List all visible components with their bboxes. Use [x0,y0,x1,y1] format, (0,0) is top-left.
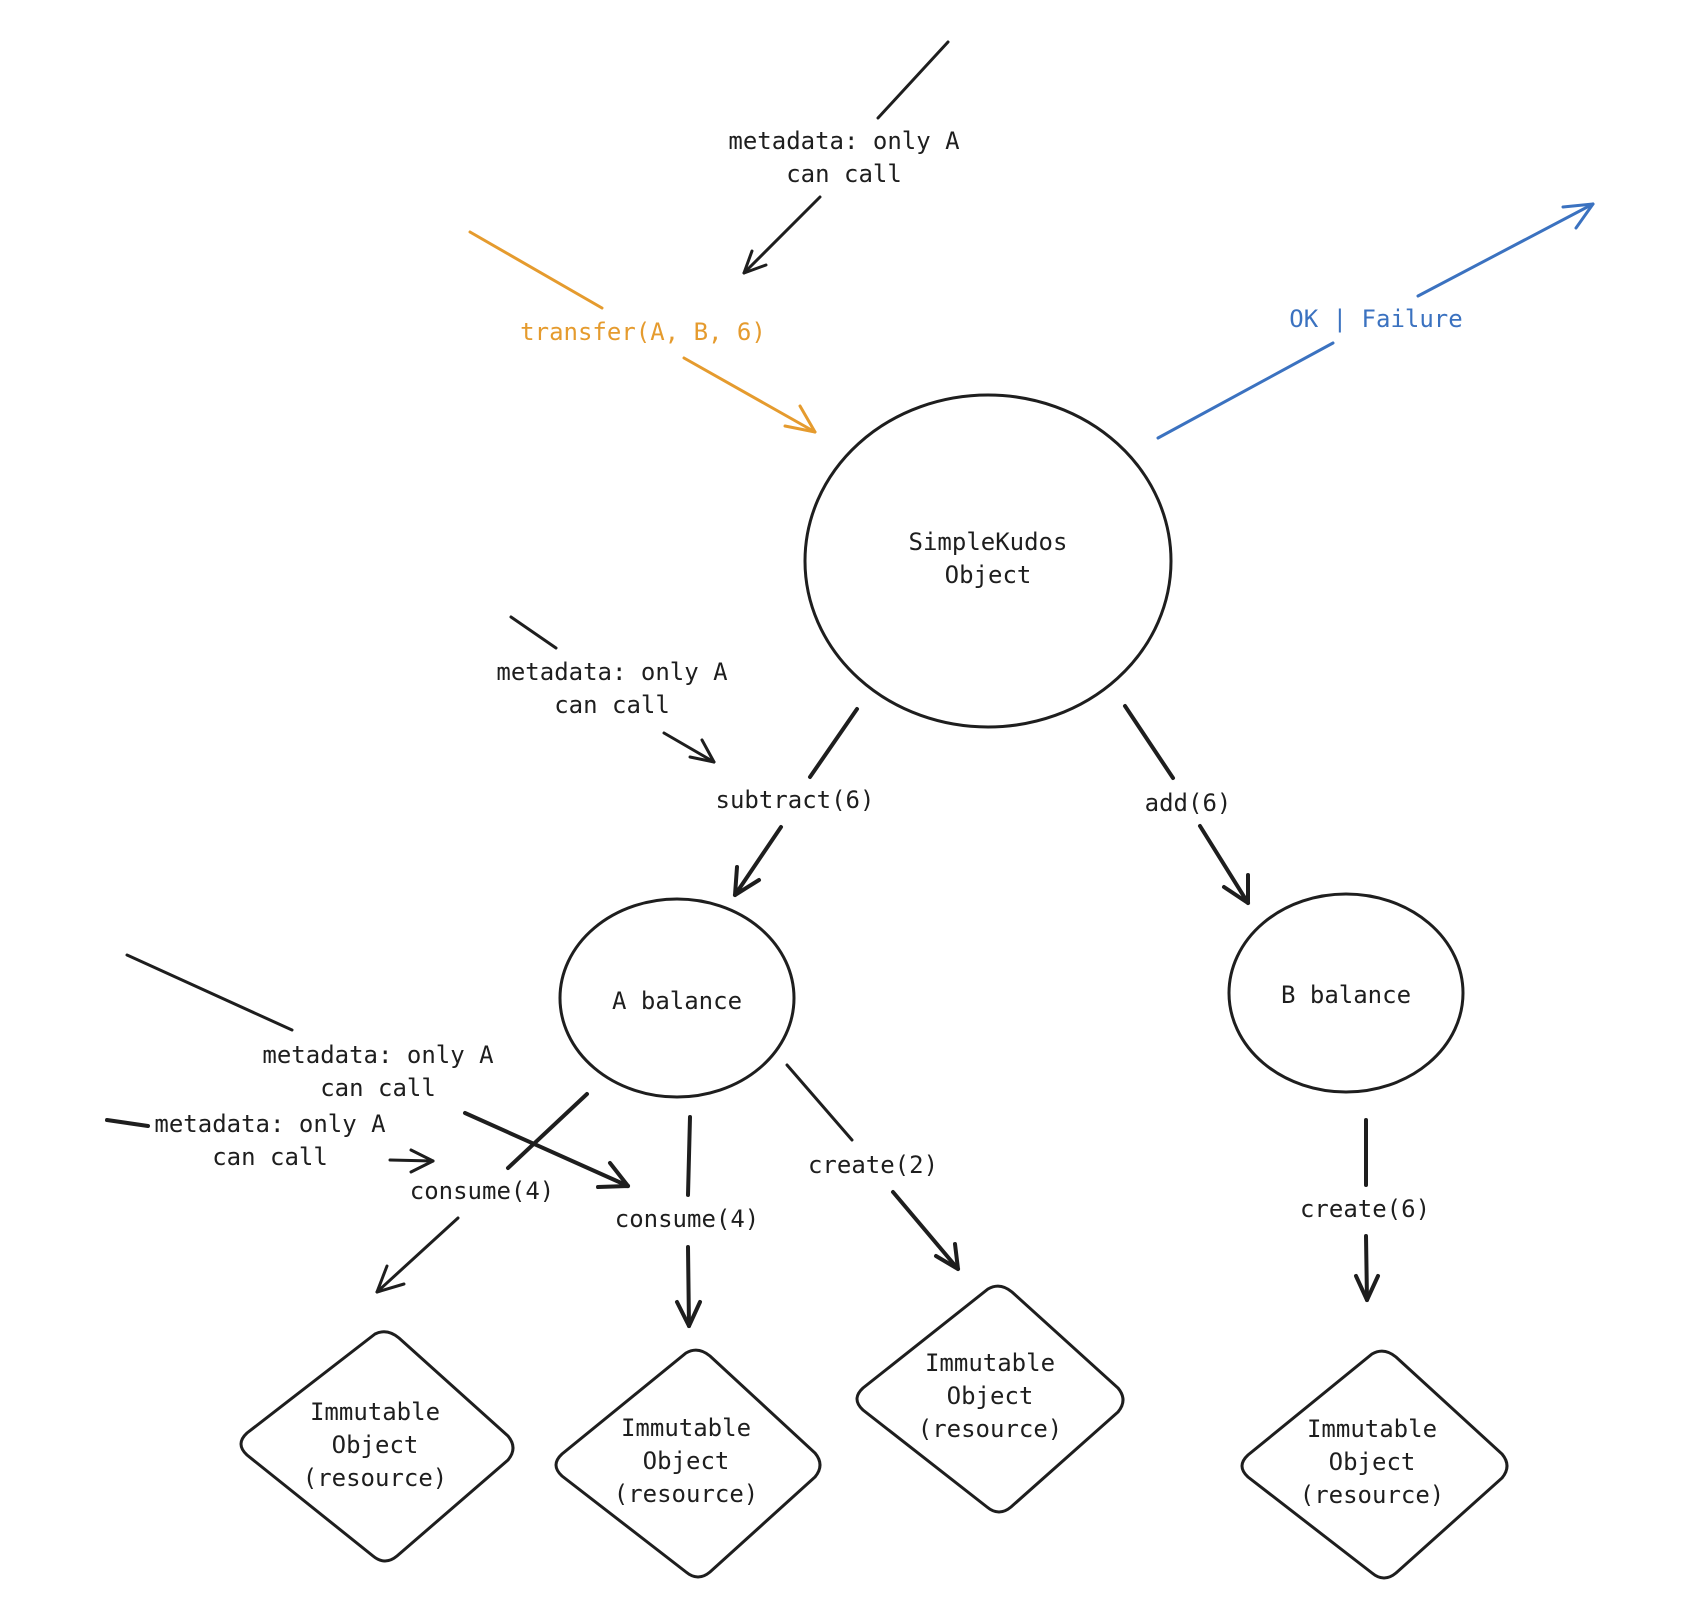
immutable-4-line-3: (resource) [1300,1481,1445,1509]
immutable-object-node-1: Immutable Object (resource) [239,1330,515,1563]
result-label: OK | Failure [1289,305,1462,333]
immutable-2-line-2: Object [643,1447,730,1475]
immutable-3-line-3: (resource) [918,1415,1063,1443]
immutable-4-line-1: Immutable [1307,1415,1437,1443]
create-6-label: create(6) [1300,1195,1430,1223]
metadata-subtract-arrow [509,615,716,764]
immutable-4-line-2: Object [1329,1448,1416,1476]
metadata-top-line-2: can call [786,160,902,188]
metadata-consume-mid-line-1: metadata: only A [262,1041,494,1069]
consume-left-label: consume(4) [410,1177,555,1205]
subtract-label: subtract(6) [716,786,875,814]
add-arrow [1123,704,1250,905]
metadata-top-label: metadata: only A can call [728,127,960,188]
metadata-consume-mid-arrow [125,953,630,1189]
consume-mid-label: consume(4) [615,1205,760,1233]
consume-left-arrow [375,1092,589,1294]
a-balance-label: A balance [612,987,742,1015]
simplekudos-label-line-1: SimpleKudos [909,528,1068,556]
immutable-object-node-4: Immutable Object (resource) [1240,1349,1509,1580]
metadata-top-arrow [742,40,950,275]
metadata-consume-mid-line-2: can call [320,1074,436,1102]
metadata-consume-left-arrow [105,1118,435,1174]
metadata-top-line-1: metadata: only A [728,127,960,155]
metadata-consume-mid-label: metadata: only A can call [262,1041,494,1102]
consume-mid-arrow [675,1115,702,1328]
subtract-arrow [733,707,859,897]
immutable-1-line-3: (resource) [303,1464,448,1492]
simplekudos-object-node: SimpleKudos Object [803,393,1173,729]
create-2-arrow [785,1063,960,1271]
immutable-1-line-1: Immutable [310,1398,440,1426]
metadata-subtract-line-1: metadata: only A [496,658,728,686]
metadata-consume-left-label: metadata: only A can call [154,1110,386,1171]
immutable-2-line-3: (resource) [614,1480,759,1508]
result-arrow [1156,202,1595,440]
immutable-object-node-2: Immutable Object (resource) [554,1348,822,1579]
simplekudos-label-line-2: Object [945,561,1032,589]
immutable-3-line-2: Object [947,1382,1034,1410]
metadata-consume-left-line-1: metadata: only A [154,1110,386,1138]
create-2-label: create(2) [808,1151,938,1179]
b-balance-node: B balance [1227,892,1465,1094]
transfer-label: transfer(A, B, 6) [520,318,766,346]
immutable-3-line-1: Immutable [925,1349,1055,1377]
immutable-1-line-2: Object [332,1431,419,1459]
metadata-subtract-line-2: can call [554,691,670,719]
b-balance-label: B balance [1281,981,1411,1009]
immutable-2-line-1: Immutable [621,1414,751,1442]
create-6-arrow [1354,1118,1380,1302]
immutable-object-node-3: Immutable Object (resource) [855,1284,1125,1514]
metadata-consume-left-line-2: can call [212,1143,328,1171]
metadata-subtract-label: metadata: only A can call [496,658,728,719]
a-balance-node: A balance [558,897,796,1099]
add-label: add(6) [1145,789,1232,817]
transfer-arrow [468,230,817,434]
